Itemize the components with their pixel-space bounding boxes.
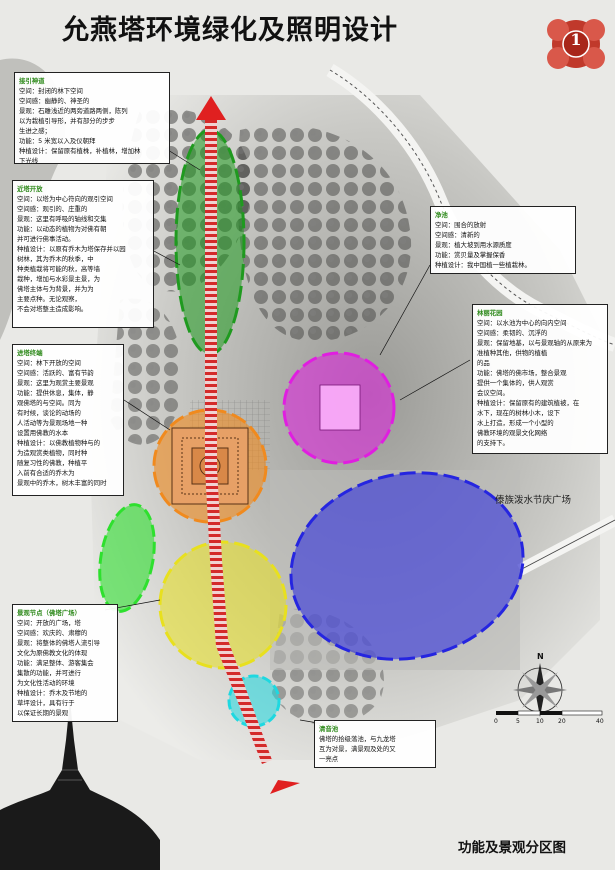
legend-heading: 净池 [435,211,448,219]
legend-line: 功能：提供休息，集体，静 [17,389,94,397]
legend-line: 并可进行佛事活动。 [17,235,75,243]
legend-line: 空间感：活跃的、富有节韵 [17,369,94,377]
legend-line: 随复习性的佛教，种植平 [17,459,88,467]
legend-line: 景观：植大坡到用水源质度 [435,241,512,249]
legend-line: 景观：保留地基，以与景观轴的从原来为 [477,339,593,347]
legend-line: 佛塔的拾级落池，与九龙塔 [319,735,396,743]
legend-line: 为文化性活动的环境 [17,679,75,687]
legend-line: 的支持下。 [477,439,509,447]
legend-line: 互为对景，满景观及处的又 [319,745,396,753]
axis-upper [205,118,217,468]
legend-heading: 近塔开放 [17,185,43,193]
legend-line: 种植设计：以原有乔木为塔保存并以园 [17,245,126,253]
zone-plaza-blue [289,471,525,661]
legend-line: 空间：以塔为中心符向的观引空间 [17,195,113,203]
legend-line: 空间感：清新的 [435,231,480,239]
lotus-badge-icon [547,19,605,69]
legend-box-sound: 清音池 佛塔的拾级落池，与九龙塔 互为对景，满景观及处的又 一亮点 [314,720,436,768]
legend-line: 主要点种。无论观察， [17,295,81,303]
legend-line: 以保证长期的景观 [17,709,69,717]
legend-line: 景观：这里有呼吸的轴线和交集 [17,215,107,223]
legend-box-near: 近塔开放 空间：以塔为中心符向的观引空间 空间感：观引的、庄重的 景观：这里有呼… [12,180,154,328]
legend-line: 集散的功能，并可进行 [17,669,81,677]
legend-heading: 林丽花园 [477,309,503,317]
legend-box-plaza: 景观节点（佛塔广场） 空间：开放的广场，塔 空间感：欢庆的、肃穆的 景观：将整体… [12,604,118,722]
legend-line: 空间感：柔韧的、沉浮的 [477,329,548,337]
legend-line: 景观：将整体的佛塔人流引导 [17,639,101,647]
scale-label: 40 [596,718,604,725]
legend-line: 空间感：欢庆的、肃穆的 [17,629,88,637]
legend-line: 功能：以动态的植物为对佛有朝 [17,225,107,233]
scale-label: 20 [558,718,566,725]
legend-line: 树林，其为乔木的秋季，中 [17,255,94,263]
legend-line: 以为栽植引导形，并有部分的步步 [19,117,115,125]
legend-line: 文化为原佛教文化的体现 [17,649,88,657]
axis-arrow-south [270,780,300,794]
legend-line: 为造观赏类植物，同时种 [17,449,88,457]
legend-line: 人活动等为景观场地一种 [17,419,88,427]
plaza-label: 傣族泼水节庆广场 [495,495,572,506]
page-number: 1 [570,30,582,49]
legend-line: 水上打造，形成一个小型的 [477,419,554,427]
legend-line: 佛教环境的观景文化网络 [477,429,548,437]
legend-line: 会议空间。 [477,389,509,397]
map-caption: 功能及景观分区图 [458,840,566,856]
scale-label: 5 [516,718,520,725]
legend-heading: 进塔终端 [17,349,43,357]
legend-line: 景观中的乔木，树木丰富的同时 [17,479,107,487]
legend-line: 下光线 [19,157,39,164]
legend-line: 提供一个集体的，供人观赏 [477,379,554,387]
legend-line: 种植设计：保留原有植株，补植林，增加林 [19,147,141,155]
axis-lower [205,468,272,764]
pagoda-silhouette-icon [0,700,160,870]
legend-box-entrance: 进塔终端 空间：林下开放的空间 空间感：活跃的、富有节韵 景观：这里为观赏主要景… [12,344,124,496]
legend-line: 功能：满足整体、游客集会 [17,659,94,667]
legend-line: 景观：石雕浅近的两旁道路两侧，陈列 [19,107,128,115]
scale-bar-icon [496,710,603,716]
page-title: 允燕塔环境绿化及照明设计 [62,15,398,46]
legend-line: 生进之感； [19,127,51,135]
legend-line: 栽种，增加与水彩景主景，为 [17,275,101,283]
legend-line: 种植设计：乔木及节地的 [17,689,88,697]
legend-line: 空间感：幽静的、神圣的 [19,97,90,105]
legend-line: 不会对塔整主造成影响。 [17,305,88,313]
scale-label: 10 [536,718,544,725]
legend-line: 入前有合适的乔木为 [17,469,75,477]
legend-heading: 清音池 [319,725,339,733]
legend-line: 景观：这里为观赏主要景观 [17,379,94,387]
legend-heading: 接引神道 [19,77,45,85]
legend-box-riverbank: 林丽花园 空间：以水池为中心的向内空间 空间感：柔韧的、沉浮的 景观：保留地基，… [472,304,608,454]
legend-line: 功能：佛塔的佛市场，整合景观 [477,369,567,377]
compass-label: N [537,652,544,661]
legend-line: 空间感：观引的、庄重的 [17,205,88,213]
legend-line: 功能：5 米宽以入及仪朝拜 [19,137,96,145]
legend-line: 种植设计：以佛教植物种与的 [17,439,101,447]
legend-heading: 景观节点（佛塔广场） [17,609,81,617]
legend-line: 草坪设计，具有行于 [17,699,75,707]
legend-line: 空间：围合的放射 [435,221,487,229]
legend-line: 佛塔主体与为背景，并为为 [17,285,94,293]
legend-line: 的品 [477,359,490,367]
legend-line: 种植设计：我中国植一些植栽林。 [435,261,531,269]
legend-line: 功能：赏贝量及掌握保香 [435,251,506,259]
legend-line: 空间：以水池为中心的向内空间 [477,319,567,327]
legend-line: 空间：封闭的林下空间 [19,87,83,95]
legend-line: 空间：林下开放的空间 [17,359,81,367]
scale-label: 0 [494,718,498,725]
legend-line: 准植种其他，供物的植植 [477,349,548,357]
legend-line: 观佛塔的与空间。同为 [17,399,81,407]
legend-line: 种类植栽将可能的秋，高等墙 [17,265,101,273]
legend-line: 一亮点 [319,755,339,763]
legend-line: 有时候，谈论的动场的 [17,409,81,417]
legend-box-guide: 接引神道 空间：封闭的林下空间 空间感：幽静的、神圣的 景观：石雕浅近的两旁道路… [14,72,170,164]
axis-arrow-north [196,96,226,120]
zone-side-lime [98,503,156,613]
legend-line: 设置用佛教的水本 [17,429,69,437]
legend-line: 水下，现在的树林小木，设下 [477,409,561,417]
legend-line: 空间：开放的广场，塔 [17,619,81,627]
legend-box-water: 净池 空间：围合的放射 空间感：清新的 景观：植大坡到用水源质度 功能：赏贝量及… [430,206,576,274]
legend-line: 种植设计：保留原有的建筑植被，在 [477,399,580,407]
